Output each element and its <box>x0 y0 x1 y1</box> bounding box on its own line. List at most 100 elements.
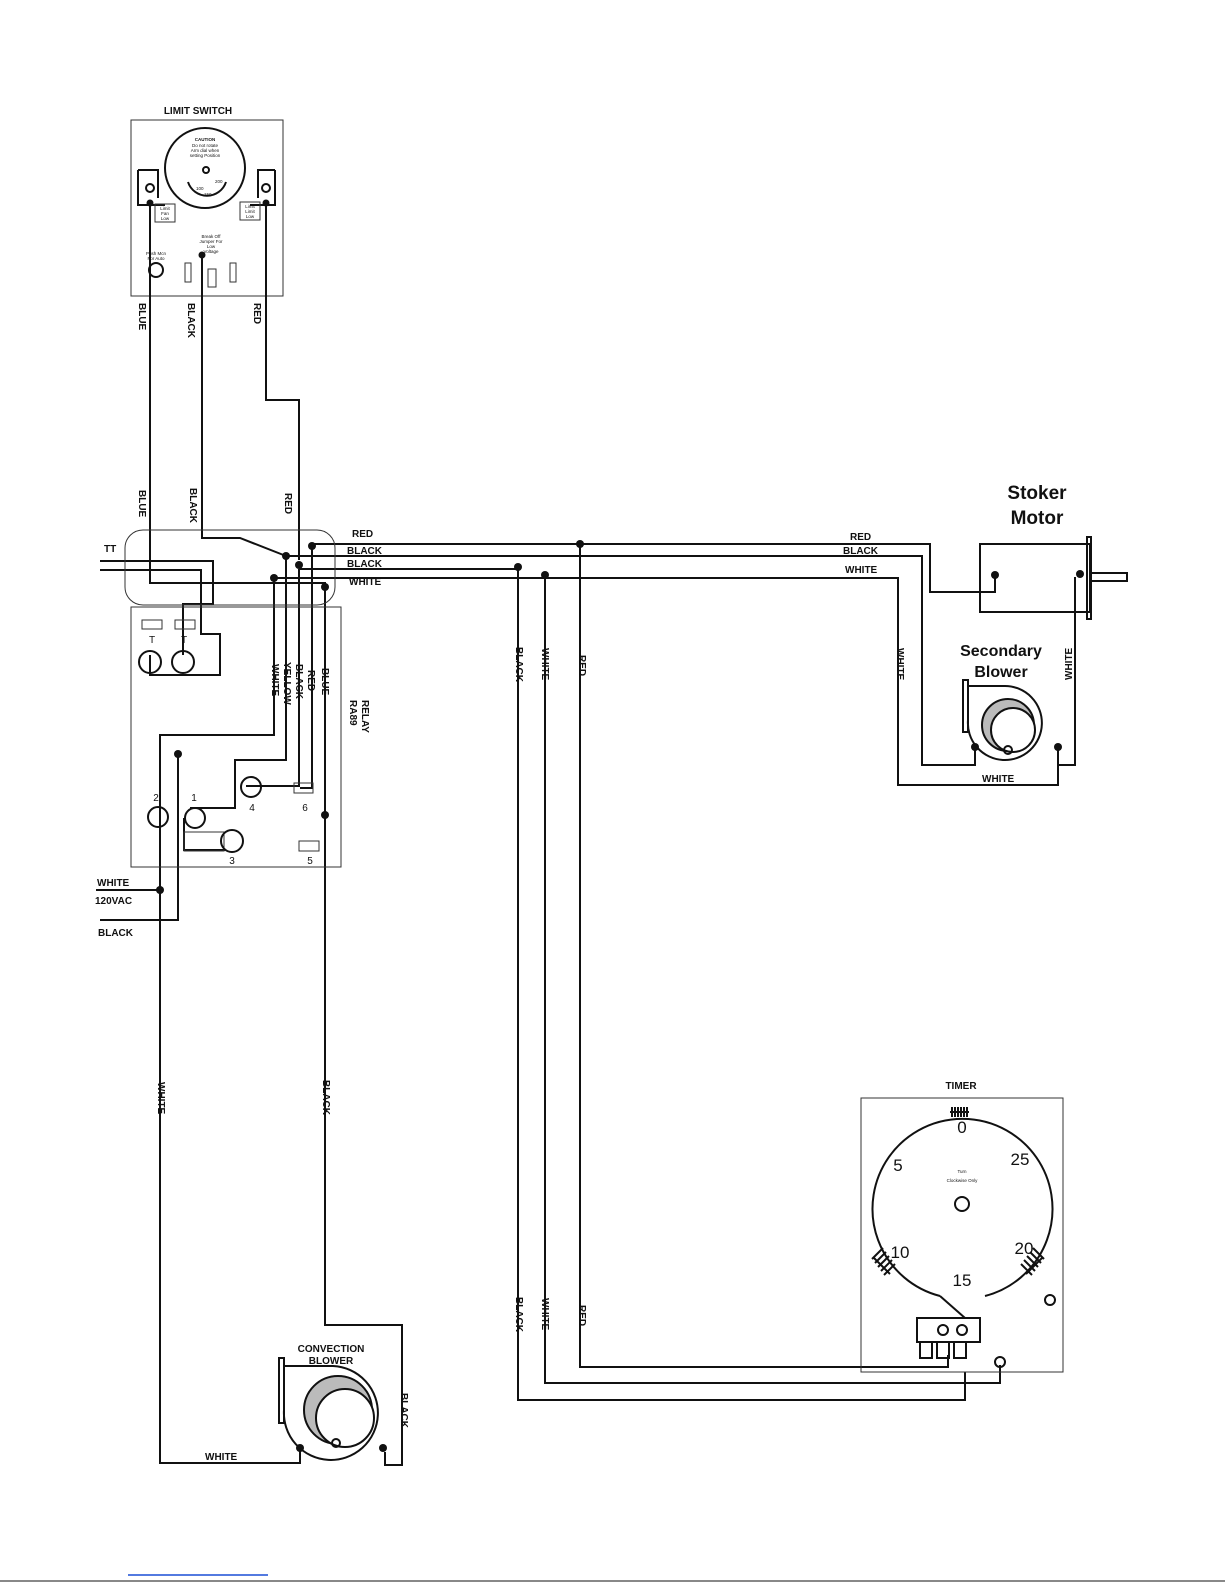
limit-switch-left-screw <box>145 183 155 193</box>
label-timer-black-2: BLACK <box>513 1297 524 1333</box>
label-bus-white-right: WHITE <box>845 565 878 576</box>
label-bus-white: WHITE <box>349 577 382 588</box>
limit-switch-right-bracket <box>250 169 276 206</box>
label-timer-black-1: BLACK <box>513 647 524 683</box>
convection-blower-title-line-2: BLOWER <box>309 1356 354 1367</box>
limit-switch-right-tab-line-1: Limit <box>245 204 255 209</box>
label-convection-white-vertical: WHITE <box>155 1082 166 1115</box>
junction-relay-black-feed <box>174 750 182 758</box>
timer-dial-0: 0 <box>957 1118 966 1137</box>
convection-blower-housing <box>282 1365 379 1461</box>
timer-dial-15: 15 <box>953 1271 972 1290</box>
stoker-motor-title-line-2: Motor <box>1011 508 1064 529</box>
label-convection-black-right: BLACK <box>398 1393 409 1429</box>
wire-timer-black <box>517 569 966 1401</box>
wire-labels: BLUE BLACK RED BLUE BLACK RED TT RED BLA… <box>95 303 1075 1463</box>
limit-switch-panel <box>130 119 284 297</box>
label-bus-black-right: BLACK <box>843 546 879 557</box>
limit-switch-mark-200: 200 <box>215 179 223 184</box>
relay-terminal-5-label: 5 <box>307 856 313 867</box>
timer-center-knob <box>954 1196 970 1212</box>
limit-switch-right-tab-line-3: Low <box>246 214 255 219</box>
limit-switch-dial <box>164 127 246 209</box>
relay-terminal-6 <box>293 782 314 794</box>
limit-switch-mark-150: 150 <box>204 192 212 197</box>
wire-relay-black <box>246 569 300 787</box>
limit-switch-center-note-2: Jumper For <box>199 239 223 244</box>
stoker-motor-title-line-1: Stoker <box>1007 483 1067 504</box>
timer-tick-marks-right <box>1020 1247 1045 1276</box>
timer-tick-marks-top <box>950 1107 969 1117</box>
junction-relay-blue <box>321 811 329 819</box>
label-relay-red: RED <box>305 670 316 691</box>
timer-dial-5: 5 <box>893 1156 902 1175</box>
relay-name-line-2: RELAY <box>359 700 370 733</box>
relay-t-tab-1 <box>141 619 163 630</box>
limit-switch: LIMIT SWITCH CAUTION Do not rotate Arm d… <box>130 106 284 297</box>
limit-switch-scale-arc <box>187 181 227 197</box>
junction-red-timer <box>576 540 584 548</box>
secondary-blower-hub <box>990 707 1036 753</box>
junction-secondary-right <box>1054 743 1062 751</box>
limit-switch-left-tab-line-2: Fan <box>161 211 169 216</box>
limit-switch-jumper-c <box>229 262 237 283</box>
secondary-blower-title-line-2: Blower <box>974 664 1027 681</box>
limit-switch-left-note-2: For Auto <box>147 256 165 261</box>
timer-ground-terminal <box>994 1356 1006 1368</box>
limit-switch-title: LIMIT SWITCH <box>164 106 232 117</box>
limit-switch-right-screw <box>261 183 271 193</box>
wire-limit-red <box>265 203 300 560</box>
timer-dial <box>871 1117 1054 1297</box>
label-timer-red-1: RED <box>576 655 587 676</box>
label-red-1: RED <box>251 303 262 324</box>
limit-switch-right-tab-line-2: Limit <box>245 209 255 214</box>
timer-terminal-1 <box>919 1341 933 1359</box>
label-relay-white: WHITE <box>269 664 280 697</box>
timer-mount-hole <box>1044 1294 1056 1306</box>
label-bus-red-right: RED <box>850 532 871 543</box>
wire-relay-black-feed <box>100 752 179 921</box>
relay-t-terminal-2 <box>171 650 195 674</box>
secondary-blower-title-line-1: Secondary <box>960 643 1042 660</box>
convection-blower-pin <box>331 1438 341 1448</box>
junction-supply-white <box>156 886 164 894</box>
junction-stoker-left <box>991 571 999 579</box>
secondary-blower: Secondary Blower <box>960 643 1043 761</box>
limit-switch-caution-line-1: Do not rotate <box>192 143 219 148</box>
relay-terminal-4 <box>240 776 262 798</box>
label-supply-voltage: 120VAC <box>95 896 132 907</box>
junction-convection-right <box>379 1444 387 1452</box>
label-black-2: BLACK <box>187 488 198 524</box>
relay-t-label-1: T <box>149 635 155 646</box>
label-timer-red-2: RED <box>576 1305 587 1326</box>
relay-terminal-2-label: 2 <box>153 793 159 804</box>
label-secondary-white-bottom: WHITE <box>982 774 1015 785</box>
relay-name-line-1: RA89 <box>347 700 358 726</box>
limit-switch-left-tab-line-1: Limit <box>160 206 170 211</box>
wire-timer-white <box>544 578 1001 1384</box>
wire-limit-black <box>201 255 287 557</box>
relay-terminal-1 <box>184 807 206 829</box>
label-relay-black: BLACK <box>293 664 304 700</box>
junction-black-timer <box>514 563 522 571</box>
limit-switch-mark-100: 100 <box>196 186 204 191</box>
label-bus-black-1: BLACK <box>347 546 383 557</box>
ra89-relay: RA89 RELAY T T 2 1 3 4 6 5 <box>124 529 370 868</box>
label-secondary-white-left: WHITE <box>894 648 905 681</box>
timer-instruction-line-2: Clockwise Only <box>947 1178 979 1183</box>
timer-terminal-2 <box>936 1341 950 1359</box>
label-blue-1: BLUE <box>136 303 147 331</box>
limit-switch-caution-title: CAUTION <box>195 137 216 142</box>
convection-blower-title-line-1: CONVECTION <box>298 1344 365 1355</box>
relay-terminal-3 <box>220 829 244 853</box>
wire-relay-blue <box>324 583 403 1466</box>
label-tt: TT <box>104 544 116 555</box>
timer-switch-hole-right <box>956 1324 968 1336</box>
label-convection-white-bottom: WHITE <box>205 1452 238 1463</box>
label-secondary-white-right: WHITE <box>1064 647 1075 680</box>
relay-terminal-3-label: 3 <box>229 856 235 867</box>
timer-dial-25: 25 <box>1011 1150 1030 1169</box>
limit-switch-left-tab-line-3: Low <box>161 216 170 221</box>
timer-panel <box>860 1097 1064 1373</box>
